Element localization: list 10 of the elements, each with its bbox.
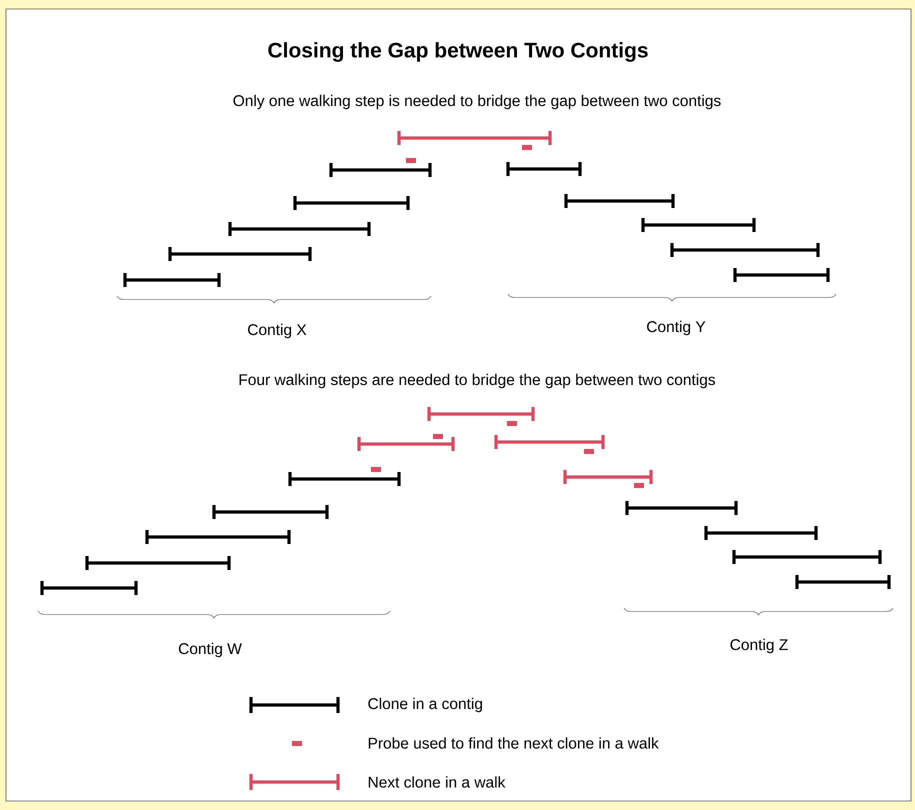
contig-label: Contig Z xyxy=(730,638,788,654)
title: Closing the Gap between Two Contigs xyxy=(268,42,648,62)
legend-text: Probe used to find the next clone in a walk xyxy=(368,737,659,749)
contig-label: Contig X xyxy=(248,324,306,338)
contig-label: Contig Y xyxy=(647,320,706,336)
subtitle: Four walking steps are needed to bridge the gap between two contigs xyxy=(240,374,716,388)
subtitle: Only one walking step is needed to bridge the gap between two contigs xyxy=(233,94,721,110)
legend-text: Clone in a contig xyxy=(368,698,482,712)
contig-label: Contig W xyxy=(178,642,242,658)
legend-text: Next clone in a walk xyxy=(368,776,506,788)
